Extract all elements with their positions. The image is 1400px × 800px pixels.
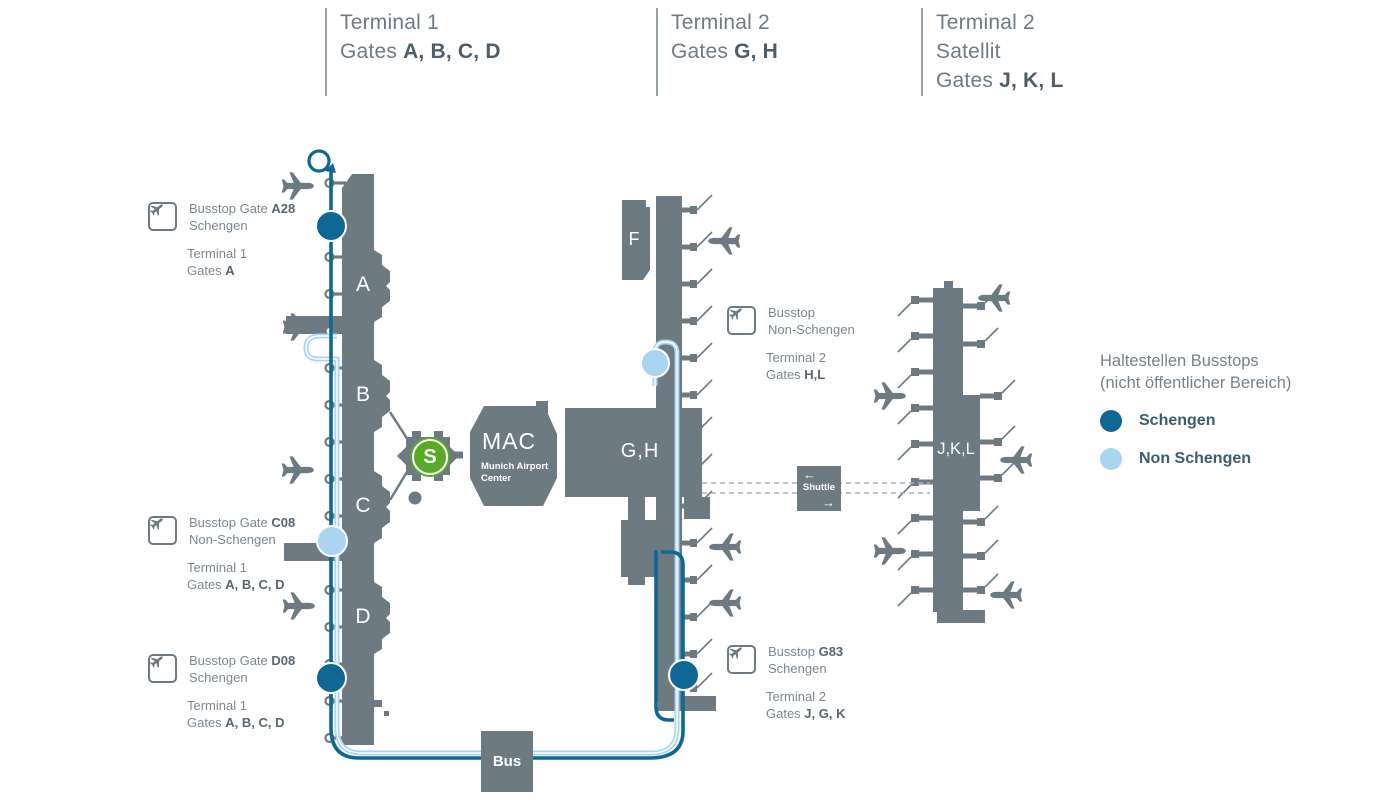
- legend-item-schengen: Schengen: [1100, 410, 1360, 432]
- header-title: Terminal 2: [936, 11, 1035, 34]
- schengen-dot: [1100, 410, 1122, 432]
- busstop-dot-a28: [315, 210, 347, 242]
- gh-building-label: G,H: [620, 440, 660, 462]
- legend: Haltestellen Busstops(nicht öffentlicher…: [1100, 350, 1360, 470]
- gate-letter-d: D: [355, 605, 371, 628]
- header-title: Terminal 1: [340, 11, 439, 34]
- airplane-icon: [990, 581, 1023, 609]
- terminal2-f-building: [622, 200, 650, 280]
- legend-item-non-schengen: Non Schengen: [1100, 448, 1360, 470]
- gate-letter-b: B: [355, 383, 370, 406]
- gate-letter-a: A: [355, 273, 370, 296]
- busstop-dot-d08: [315, 662, 347, 694]
- airplane-badge: [148, 201, 177, 231]
- busstop-dot-c08: [316, 525, 348, 557]
- route-arrowhead: [325, 163, 336, 173]
- header-terminal1: Terminal 1 Gates A, B, C, D: [325, 8, 501, 96]
- airplane-icon: [1000, 446, 1033, 474]
- satellite-jkl-building: [933, 288, 963, 612]
- airplane-icon: [708, 227, 741, 255]
- terminal-buildings: [284, 174, 985, 745]
- airplane-badge: [727, 644, 756, 674]
- busstop-dot-g83: [668, 659, 700, 691]
- airplane-icon: [873, 382, 906, 410]
- terminal1-pier: [342, 174, 374, 745]
- jkl-building-label: J,K,L: [937, 440, 975, 458]
- header-subtitle: Satellit: [936, 40, 1001, 63]
- airplane-icon: [148, 653, 165, 670]
- airplane-badge: [148, 515, 177, 545]
- mac-building: [470, 401, 557, 506]
- airplane-badge: [727, 305, 756, 335]
- schengen-route-loop-gh: [654, 550, 674, 722]
- bus-station: Bus: [481, 731, 533, 792]
- arrow-left-icon: ←: [803, 467, 816, 482]
- airplane-icon: [281, 456, 314, 484]
- airplane-icon: [727, 305, 744, 322]
- busstop-dot-t2-nonschengen: [640, 348, 670, 378]
- gate-letter-c: C: [355, 494, 371, 517]
- sbahn-logo: S: [412, 439, 448, 475]
- busstop-dots: [315, 210, 700, 694]
- f-building-label: F: [628, 229, 640, 249]
- header-terminal2-satellit: Terminal 2 Satellit Gates J, K, L: [921, 8, 1063, 96]
- schengen-route: [329, 170, 685, 760]
- shuttle-station: ← Shuttle →: [797, 466, 841, 511]
- airplane-icon: [709, 533, 742, 561]
- airplane-badge: [148, 653, 177, 683]
- airplane-icon: [709, 589, 742, 617]
- map-dot: [408, 491, 422, 505]
- header-gates: Gates J, K, L: [936, 69, 1064, 92]
- arrow-right-icon: →: [822, 495, 835, 510]
- shuttle-label: Shuttle: [802, 482, 836, 493]
- legend-title: Haltestellen Busstops(nicht öffentlicher…: [1100, 352, 1292, 392]
- schengen-route-loop-t1: [307, 149, 331, 173]
- mac-subtitle: Munich Airport Center: [481, 461, 549, 484]
- header-gates: Gates A, B, C, D: [340, 40, 501, 63]
- header-gates: Gates G, H: [671, 40, 779, 63]
- non-schengen-dot: [1100, 448, 1122, 470]
- airplane-icon: [148, 515, 165, 532]
- shuttle-track: [702, 482, 930, 494]
- airplane-icon: [282, 592, 315, 620]
- jet-bridge-marks: [324, 177, 1016, 744]
- airplane-icon: [281, 172, 314, 200]
- mac-title: MAC: [481, 428, 537, 454]
- airplane-icon: [727, 644, 744, 661]
- airplane-icon: [148, 201, 165, 218]
- header-terminal2: Terminal 2 Gates G, H: [656, 8, 778, 96]
- airplane-icon: [873, 537, 906, 565]
- header-title: Terminal 2: [671, 11, 770, 34]
